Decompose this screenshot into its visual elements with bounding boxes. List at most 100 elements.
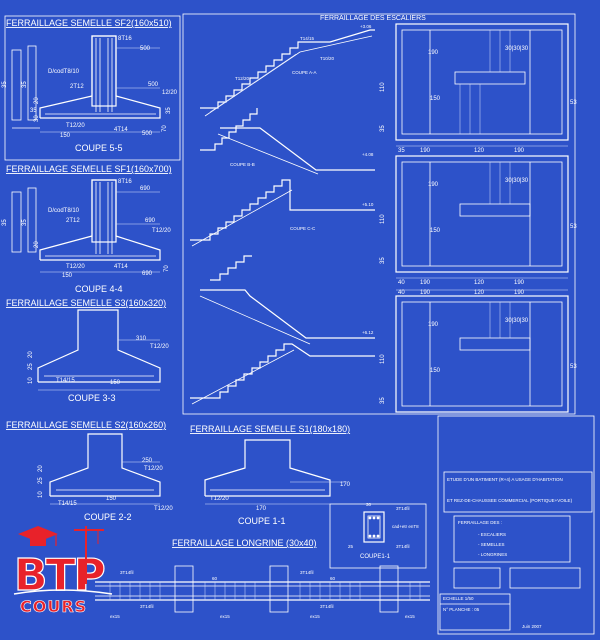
section-label: cad+etr enT8 [392,524,419,529]
s3-label: 10 [28,377,34,384]
footing-s1-title: FERRAILLAGE SEMELLE S1(180x180) [190,424,350,434]
stairs-label: T12/20 [235,76,250,81]
sf2-label: 35 [2,81,8,88]
sf2-label: T12/20 [66,123,85,129]
plan2-label: 30|30|30 [505,178,529,184]
sf1-label: T12/20 [66,264,85,270]
beam-label: 3T14fil [140,604,154,609]
stairs-label: +3.06 [360,24,372,29]
title-block-box-title: FERRAILLAGE DES : [458,520,502,525]
stairs-title: FERRAILLAGE DES ESCALIERS [320,15,426,22]
title-block: ETUDE D'UN BATIMENT (R+4) A USAGE D'HABI… [437,415,595,635]
s2-label: 20 [38,465,44,472]
btp-logo: BTP COURS [13,526,113,616]
footing-sf2-title: FERRAILLAGE SEMELLE SF2(160x510) [6,18,172,28]
plan1-label: 190 [420,148,431,154]
sf2-label: 150 [60,133,71,139]
sf1-label: 20 [34,241,40,248]
sf2-label: 35 [22,81,28,88]
beam-label: 60 [330,576,336,581]
title-block-date: Juin 2007 [522,624,542,629]
stairs-panel: FERRAILLAGE DES ESCALIERS T14/15 T12/20 … [182,13,576,415]
stair-plan-3: 190 30|30|30 150 190 120 190 40 53 110 3… [380,289,577,413]
plan2-label: 53 [570,224,577,230]
title-block-line2: ET REZ-DE-CHAUSSEE COMMERCIAL (PORTIQUE+… [447,498,573,503]
plan1-label: 35 [398,148,405,154]
plan1-label: 53 [570,100,577,106]
stairs-label: T14/15 [300,36,315,41]
plan1-label: 190 [514,148,525,154]
plan1-label: 120 [474,148,485,154]
plan3-label: 53 [570,364,577,370]
title-block-scale: ECHELLE 1/50 [443,596,474,601]
s2-label: T12/20 [144,466,163,472]
plan3-label: 190 [514,290,525,296]
footing-s2-title: FERRAILLAGE SEMELLE S2(160x260) [6,420,166,430]
footing-sf1-cut: COUPE 4-4 [75,284,123,294]
plan2-label: 150 [430,228,441,234]
beam-label: ex15 [220,614,230,619]
s2-label: 10 [38,491,44,498]
sf2-label: 2T12 [70,84,84,90]
sf2-label: 20 [34,97,40,104]
stairs-label: T10/20 [320,56,335,61]
beam-label: 3T14fil [120,570,134,575]
plan3-label: 40 [398,290,405,296]
stairs-label: COUPE A-A [292,70,317,75]
beam-label: ex15 [405,614,415,619]
s3-label: 310 [136,336,147,342]
footing-sf1-title: FERRAILLAGE SEMELLE SF1(160x700) [6,164,172,174]
stairs-label: COUPE C-C [290,226,316,231]
sf2-label: 12/20 [162,90,178,96]
plan3-label: 150 [430,368,441,374]
beam-label: ex15 [310,614,320,619]
sf2-label: 35 [30,108,37,114]
sf2-label: 70 [162,125,168,132]
plan2-label: 35 [380,257,386,264]
sf1-label: T12/20 [152,228,171,234]
footing-s1-cut: COUPE 1-1 [238,516,286,526]
title-block-line1: ETUDE D'UN BATIMENT (R+4) A USAGE D'HABI… [447,477,563,482]
s1-label: 170 [340,482,351,488]
plan2-label: 190 [428,182,439,188]
beam-label: 3T14fil [320,604,334,609]
footing-sf2: FERRAILLAGE SEMELLE SF2(160x510) 8T16 50… [2,15,181,161]
sf2-label: 500 [148,82,159,88]
s3-label: T12/20 [150,344,169,350]
sf2-label: D/codT8/10 [48,69,80,75]
stairs-label: +6.12 [362,330,374,335]
footing-s3-cut: COUPE 3-3 [68,393,116,403]
beam-section: 3T14fil cad+etr enT8 3T14fil 25 30 COUPE… [329,502,427,569]
s2-label: 250 [142,458,153,464]
stairs-label: +5.10 [362,202,374,207]
stairs-label: +4.08 [362,152,374,157]
footing-s2: FERRAILLAGE SEMELLE S2(160x260) 250 T12/… [6,420,173,522]
plan1-label: 150 [430,96,441,102]
s2-label: T12/20 [154,506,173,512]
footing-s1: FERRAILLAGE SEMELLE S1(180x180) 170 T12/… [190,424,351,526]
logo-sub: COURS [20,597,87,616]
plan2-label: 190 [420,280,431,286]
sf2-label: 500 [140,46,151,52]
stairs-label: COUPE B-B [230,162,255,167]
plan1-label: 30|30|30 [505,46,529,52]
title-block-item: - SEMELLES [478,542,505,547]
sf1-label: 2T12 [66,218,80,224]
beam-label: 60 [212,576,218,581]
beam-stirrups [109,582,421,600]
s3-label: 25 [28,363,34,370]
sf1-label: 35 [22,219,28,226]
plan2-label: 110 [380,214,386,224]
beam-label: ex15 [110,614,120,619]
title-block-sheet: N° PLANCHE : 05 [443,607,480,612]
sf2-label: 4T14 [114,127,128,133]
s2-label: 25 [38,477,44,484]
footing-sf1: FERRAILLAGE SEMELLE SF1(160x700) 8T16 69… [2,164,172,294]
sf1-label: 690 [142,271,153,277]
s3-label: 150 [110,380,121,386]
stair-plan-1: 190 30|30|30 150 190 120 190 35 53 110 3… [380,23,577,154]
footing-s3: FERRAILLAGE SEMELLE S3(160x320) 310 T12/… [6,298,169,403]
section-label: 3T14fil [396,506,410,511]
sf1-label: 690 [140,186,151,192]
